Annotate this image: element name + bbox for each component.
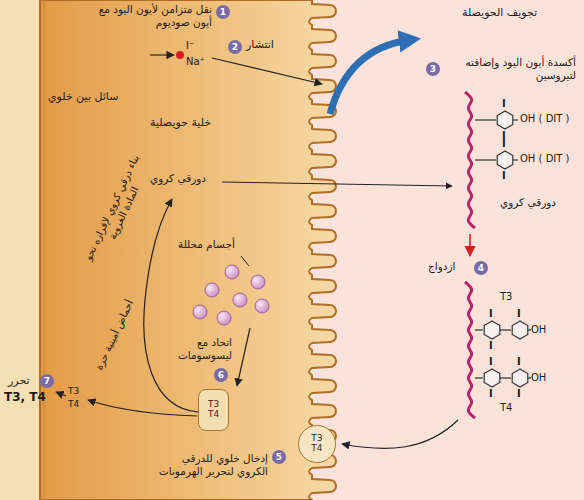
benzene-ring [484, 369, 500, 387]
lysosome [251, 275, 265, 289]
hormone-label: T3 [199, 399, 228, 410]
caption-text: تحرر [8, 374, 30, 388]
benzene-ring [497, 151, 513, 169]
caption-text: انتشار [246, 38, 274, 52]
lysosome [217, 311, 231, 325]
bond-line [475, 159, 496, 160]
iodide-arrow [150, 54, 174, 55]
callout-number: 3 [426, 62, 440, 76]
recycle-arrow [144, 199, 198, 412]
release-arrow [88, 400, 197, 416]
iodine-atom: I [502, 170, 506, 183]
lysosome-group [193, 265, 269, 325]
caption-text: اتحاد مع ليسوسومات [160, 336, 232, 362]
release-arrow [56, 392, 66, 396]
leader-line [241, 256, 249, 266]
formula-label: T3 [68, 386, 79, 397]
protein-chain [465, 282, 475, 418]
iodine-atom: I [502, 98, 506, 111]
lysosome [255, 299, 269, 313]
benzene-ring [512, 321, 528, 339]
protein-chain [465, 92, 475, 228]
bond-line [475, 329, 483, 330]
formula-label: OH ( DIT ) [520, 113, 570, 126]
caption-text: تجويف الحويصلة [462, 6, 537, 20]
caption-text: أكسدة أيون اليود وإضافته لتيروسين [444, 56, 576, 82]
bond-line [500, 377, 511, 378]
caption-text: سائل بين خلوي [48, 90, 118, 104]
formula-label: T4 [500, 402, 512, 415]
formula-label: OH ( DIT ) [520, 153, 570, 166]
caption-text: خلية حويصلية [150, 116, 211, 130]
bond-line [528, 329, 531, 330]
caption-text: إدخال خلوي للدرقي الكروي لتحرير الهرمونا… [150, 452, 268, 478]
callout-number: 4 [474, 261, 488, 275]
benzene-ring [512, 369, 528, 387]
bond-line [500, 329, 511, 330]
follicle-cell [40, 0, 336, 500]
formula-label: T4 [68, 399, 79, 410]
iodine-atom: I [502, 138, 506, 151]
pathway-label: بناء درقي كروي لإفرازه نحو المادة الغروي… [81, 150, 154, 269]
diffusion-arrow [212, 58, 322, 84]
iodine-atom: I [517, 308, 521, 321]
benzene-ring [497, 111, 513, 129]
hormone-label: T4 [299, 443, 335, 454]
iodine-atom: I [517, 356, 521, 369]
formula-label: I⁻ [186, 40, 194, 53]
lysosome [225, 265, 239, 279]
bond-line [475, 377, 483, 378]
callout-number: 7 [40, 374, 54, 388]
bond-line [513, 159, 518, 160]
caption-text: ازدواج [428, 260, 455, 273]
endocytic-vesicle: T3T4 [298, 425, 336, 463]
coupling-arrow [469, 234, 471, 256]
pathway-label: أحماض أمينية حرة [93, 298, 136, 372]
endocytosis-arrow [342, 420, 458, 448]
callout-number: 6 [214, 368, 228, 382]
caption-text: دورقي كروي [500, 196, 556, 209]
lysosome [233, 293, 247, 307]
hormone-label: T3 [299, 433, 335, 444]
iodine-atom: I [517, 388, 521, 401]
fusion-arrow [237, 328, 250, 386]
cell-membrane [44, 0, 45, 500]
caption-text: أجسام محللة [178, 238, 235, 251]
hormone-label: T4 [199, 409, 228, 420]
benzene-ring [484, 321, 500, 339]
callout-number: 5 [272, 450, 286, 464]
caption-text: دورقي كروي [150, 172, 206, 185]
formula-label: OH [531, 324, 546, 337]
lysosome [205, 283, 219, 297]
phagolysosome-vesicle: T3T4 [198, 389, 229, 431]
iodine-atom: I [489, 308, 493, 321]
interstitial-fluid [0, 0, 40, 500]
lysosome [193, 305, 207, 319]
hormone-label: T3, T4 [4, 390, 46, 405]
secretion-arrow [222, 182, 452, 186]
bond-line [528, 377, 531, 378]
iodine-atom: I [489, 340, 493, 353]
oxidation-arrow [330, 40, 410, 114]
formula-label: Na⁺ [186, 56, 205, 69]
callout-number: 2 [228, 40, 242, 54]
bond-line [475, 119, 496, 120]
caption-text: نقل متزامن لأيون اليود مع أيون صوديوم [92, 3, 212, 29]
formula-label: OH [531, 372, 546, 385]
iodine-atom: I [489, 388, 493, 401]
formula-label: T3 [500, 291, 512, 304]
thyroglobulin-molecules [465, 92, 531, 418]
callout-number: 1 [216, 5, 230, 19]
iodine-atom: I [489, 356, 493, 369]
bond-line [513, 119, 518, 120]
iodide-ion [176, 51, 184, 59]
